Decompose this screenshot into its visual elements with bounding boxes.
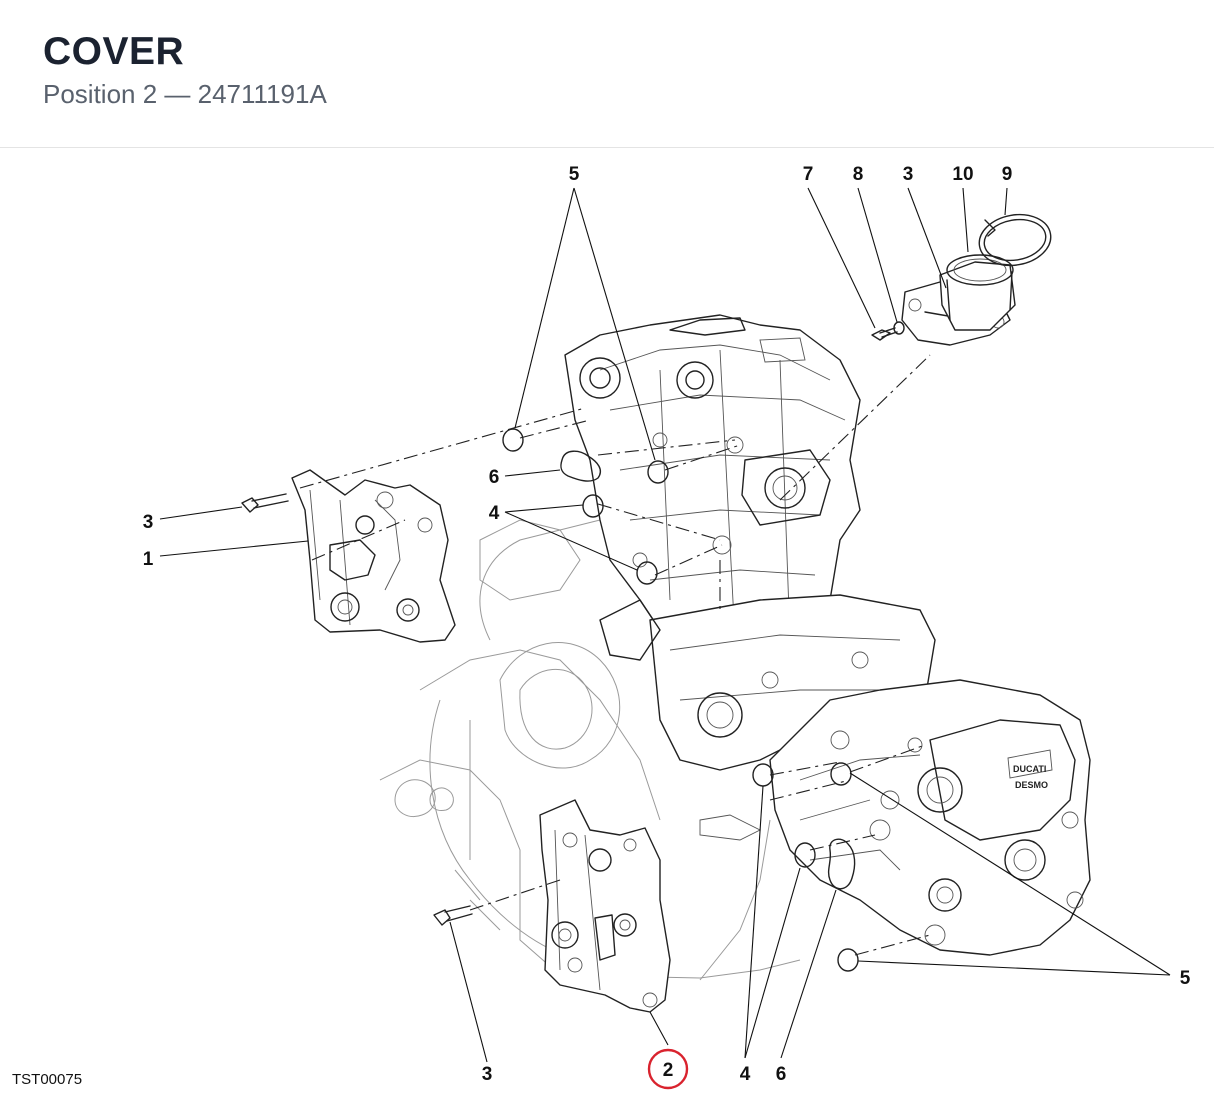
callout-5-top[interactable]: 5 xyxy=(569,164,580,185)
callout-6-top[interactable]: 6 xyxy=(489,467,500,488)
callout-10[interactable]: 10 xyxy=(952,164,973,185)
stud-3-top xyxy=(924,311,949,317)
rear-cylinder-head xyxy=(564,314,861,661)
gasket-6-top xyxy=(560,450,602,482)
page-title: COVER xyxy=(43,30,185,73)
callout-4-bottom[interactable]: 4 xyxy=(740,1064,751,1085)
callout-7[interactable]: 7 xyxy=(803,164,814,185)
exploded-parts-diagram: DUCATI DESMO xyxy=(0,148,1214,1116)
callout-3-bottom[interactable]: 3 xyxy=(482,1064,493,1085)
callout-2[interactable]: 2 xyxy=(663,1060,674,1081)
o-ring-5a xyxy=(502,428,524,452)
engine-exploded-view: DUCATI DESMO xyxy=(143,164,1191,1090)
leader-lines xyxy=(159,187,1171,1063)
page-header: COVER Position 2 — 24711191A xyxy=(0,0,1214,148)
callout-9[interactable]: 9 xyxy=(1002,164,1013,185)
front-cylinder-head: DUCATI DESMO xyxy=(769,679,1091,956)
callout-2-highlight-ring xyxy=(647,1048,689,1090)
callout-4-top[interactable]: 4 xyxy=(489,503,500,524)
callout-5-right[interactable]: 5 xyxy=(1180,968,1191,989)
hose-clamp-9 xyxy=(978,213,1052,267)
callout-8[interactable]: 8 xyxy=(853,164,864,185)
callout-1[interactable]: 1 xyxy=(143,549,154,570)
callout-6-bottom[interactable]: 6 xyxy=(776,1064,787,1085)
bolt-3-left xyxy=(241,493,289,513)
timing-cover-1 xyxy=(291,469,456,643)
crankcase-outline xyxy=(379,519,801,981)
o-ring-4b xyxy=(636,561,658,585)
callout-3-top[interactable]: 3 xyxy=(903,164,914,185)
assembly-axes xyxy=(299,354,931,956)
timing-cover-2 xyxy=(539,799,671,1013)
svg-text:DUCATI: DUCATI xyxy=(1013,764,1046,774)
gasket-6-bottom xyxy=(827,838,856,890)
callout-3-left[interactable]: 3 xyxy=(143,512,154,533)
o-ring-5b xyxy=(647,460,669,484)
o-ring-5d xyxy=(837,948,859,972)
bolt-3-bottom xyxy=(433,905,473,926)
o-ring-4d xyxy=(794,842,816,868)
page-subtitle: Position 2 — 24711191A xyxy=(43,79,327,109)
drawing-code: TST00075 xyxy=(12,1071,83,1088)
washer-8 xyxy=(893,321,905,335)
svg-text:DESMO: DESMO xyxy=(1015,780,1048,790)
bolt-7 xyxy=(871,327,898,341)
callout-labels: 5 7 8 3 10 9 6 4 3 1 5 3 2 4 6 xyxy=(143,164,1191,1090)
intake-manifold xyxy=(901,254,1016,346)
